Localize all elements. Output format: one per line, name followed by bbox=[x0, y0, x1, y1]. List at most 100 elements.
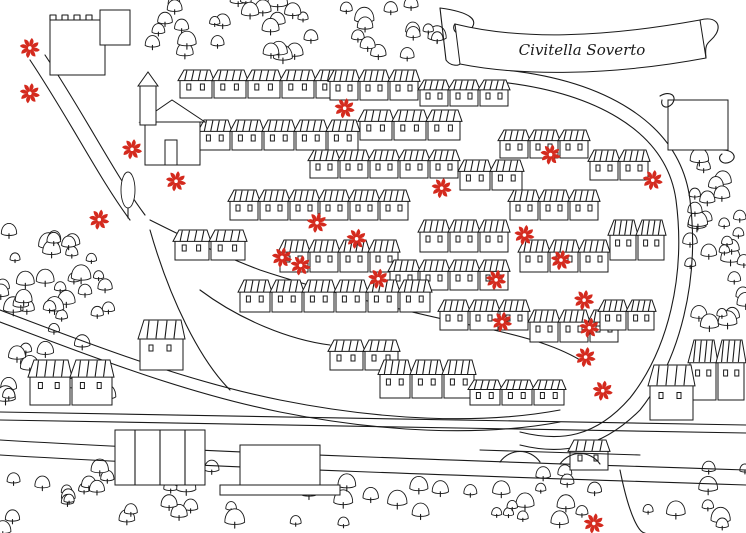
window bbox=[537, 255, 543, 263]
red-pinwheel-flower-icon[interactable] bbox=[19, 37, 40, 58]
window bbox=[400, 124, 406, 132]
window bbox=[333, 134, 339, 142]
roof-tile-line bbox=[519, 190, 523, 202]
roof-tile-line bbox=[451, 150, 455, 161]
window bbox=[395, 274, 401, 282]
roof-tile-line bbox=[465, 80, 469, 90]
roof-tile-line bbox=[551, 310, 555, 323]
window bbox=[467, 274, 473, 282]
roof-tile-line bbox=[467, 360, 471, 375]
red-pinwheel-flower-icon[interactable] bbox=[486, 269, 507, 290]
red-pinwheel-flower-icon[interactable] bbox=[307, 212, 328, 233]
window bbox=[497, 92, 503, 100]
red-pinwheel-flower-icon[interactable] bbox=[575, 347, 596, 368]
roof-tile-line bbox=[531, 190, 535, 202]
roof-tile-line bbox=[521, 300, 525, 312]
red-pinwheel-flower-icon[interactable] bbox=[574, 290, 595, 311]
window bbox=[357, 163, 363, 171]
house-roof bbox=[409, 359, 445, 375]
red-pinwheel-flower-icon[interactable] bbox=[271, 247, 292, 268]
house-wall bbox=[339, 250, 369, 273]
roof-tile-line bbox=[543, 190, 547, 202]
red-pinwheel-flower-icon[interactable] bbox=[19, 83, 40, 104]
red-pinwheel-flower-icon[interactable] bbox=[492, 311, 513, 332]
house-roof bbox=[527, 129, 561, 142]
roof-tile-line bbox=[343, 150, 347, 161]
roof-tile-line bbox=[569, 130, 573, 141]
roof-tile-line bbox=[410, 280, 414, 293]
roof-tile-line bbox=[248, 120, 252, 132]
roof-tile-line bbox=[581, 310, 585, 323]
house-roof bbox=[269, 279, 305, 293]
red-pinwheel-flower-icon[interactable] bbox=[592, 380, 613, 401]
window bbox=[425, 92, 431, 100]
roof-tile-line bbox=[272, 70, 276, 81]
roof-tile-line bbox=[549, 190, 553, 202]
house-roof bbox=[27, 359, 73, 378]
railway-line-bottom bbox=[0, 419, 746, 434]
red-pinwheel-flower-icon[interactable] bbox=[550, 250, 571, 271]
roof-tile-line bbox=[423, 260, 427, 272]
house-roof bbox=[208, 229, 248, 242]
tree bbox=[166, 0, 183, 12]
house-wall bbox=[359, 80, 389, 101]
roof-tile-line bbox=[411, 70, 415, 82]
roof-tile-line bbox=[647, 300, 651, 312]
roof-tile-line bbox=[435, 220, 439, 233]
red-pinwheel-flower-icon[interactable] bbox=[334, 98, 355, 119]
roof-tile-line bbox=[179, 230, 183, 242]
red-pinwheel-flower-icon[interactable] bbox=[431, 178, 452, 199]
roof-tile-line bbox=[335, 190, 339, 202]
tree bbox=[4, 509, 21, 522]
window bbox=[425, 235, 431, 243]
window bbox=[633, 314, 639, 322]
window bbox=[465, 174, 471, 182]
roof-tile-line bbox=[611, 150, 615, 162]
red-pinwheel-flower-icon[interactable] bbox=[583, 513, 604, 533]
roads bbox=[0, 54, 746, 486]
house-roof bbox=[357, 109, 395, 122]
window bbox=[267, 83, 273, 91]
red-pinwheel-flower-icon[interactable] bbox=[642, 170, 663, 191]
roof-tile-line bbox=[339, 70, 343, 82]
house-roof bbox=[211, 69, 249, 82]
house-roof bbox=[447, 219, 481, 233]
roof-tile-line bbox=[629, 220, 633, 235]
roof-tile-line bbox=[483, 160, 487, 172]
house-roof bbox=[172, 229, 212, 242]
roof-tile-line bbox=[435, 360, 439, 375]
red-pinwheel-flower-icon[interactable] bbox=[89, 209, 110, 230]
scroll-bottom-curl bbox=[719, 149, 735, 164]
red-pinwheel-flower-icon[interactable] bbox=[346, 228, 367, 249]
red-pinwheel-flower-icon[interactable] bbox=[579, 317, 600, 338]
tree bbox=[123, 503, 138, 515]
house-roof bbox=[327, 69, 361, 82]
window bbox=[565, 143, 571, 151]
tree bbox=[209, 15, 221, 26]
window bbox=[626, 239, 632, 247]
tree bbox=[699, 190, 716, 204]
roof-tile-line bbox=[327, 70, 331, 81]
roof-tile-line bbox=[306, 120, 310, 132]
roof-tile-line bbox=[512, 380, 516, 390]
window bbox=[307, 204, 313, 212]
roof-tile-line bbox=[363, 70, 367, 82]
window bbox=[557, 204, 563, 212]
window bbox=[54, 382, 60, 389]
red-pinwheel-flower-icon[interactable] bbox=[166, 171, 187, 192]
red-pinwheel-flower-icon[interactable] bbox=[290, 255, 311, 276]
red-pinwheel-flower-icon[interactable] bbox=[122, 139, 143, 160]
roof-tile-line bbox=[359, 190, 363, 202]
house-roof bbox=[467, 379, 503, 390]
tree bbox=[90, 305, 104, 317]
tree bbox=[61, 235, 77, 248]
red-pinwheel-flower-icon[interactable] bbox=[514, 225, 535, 246]
tree bbox=[431, 31, 444, 42]
house-roof bbox=[489, 159, 525, 172]
roof-tile-line bbox=[535, 240, 539, 253]
tree bbox=[261, 17, 280, 33]
roof-tile-line bbox=[583, 440, 587, 452]
house-roof bbox=[477, 79, 511, 91]
red-pinwheel-flower-icon[interactable] bbox=[540, 144, 561, 165]
red-pinwheel-flower-icon[interactable] bbox=[368, 268, 389, 289]
